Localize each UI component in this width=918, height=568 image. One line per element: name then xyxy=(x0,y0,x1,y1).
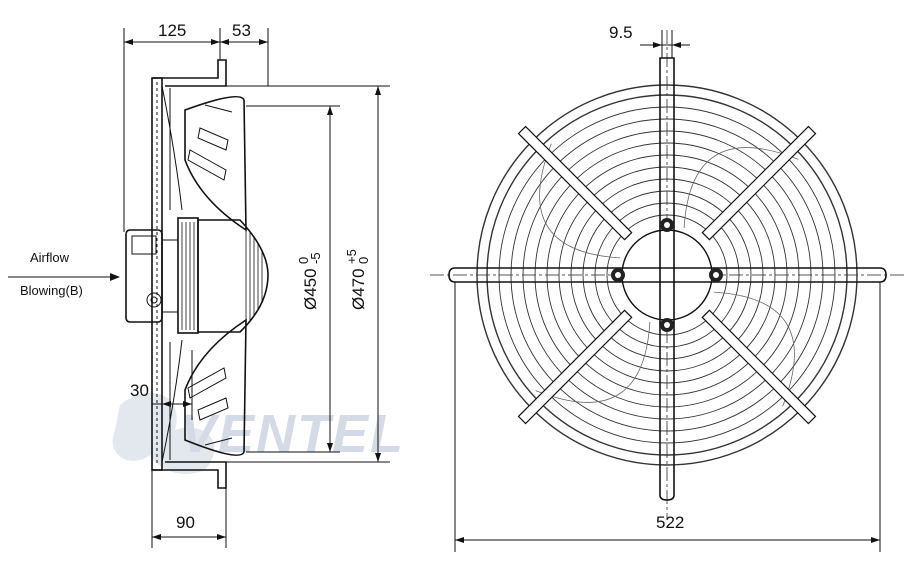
dimension-53: 53 xyxy=(232,21,251,40)
guard-ring xyxy=(476,84,858,466)
fan-blade-outline xyxy=(683,147,799,229)
side-view xyxy=(8,28,390,548)
guard-ring xyxy=(510,118,824,432)
fan-blade-outline xyxy=(535,321,651,403)
blowing-label: Blowing(B) xyxy=(20,283,83,298)
diameter-450-label: Ø450 0 -5 xyxy=(296,252,323,310)
guard-spoke xyxy=(517,309,633,425)
guard-ring xyxy=(582,190,752,360)
diameter-470-text: Ø470 xyxy=(349,268,368,310)
guard-spoke xyxy=(517,125,633,241)
diameter-470-tol-lower: 0 xyxy=(356,257,371,264)
diameter-450-tol-upper: 0 xyxy=(296,257,311,264)
diameter-470-tol-upper: +5 xyxy=(344,249,359,264)
guard-ring xyxy=(498,106,836,444)
guard-ring xyxy=(594,202,740,348)
diameter-470-label: Ø470 +5 0 xyxy=(344,249,371,310)
guard-ring xyxy=(570,178,764,372)
guard-ring xyxy=(546,154,788,396)
guard-ring xyxy=(606,214,728,336)
airflow-label: Airflow xyxy=(30,250,70,265)
guard-ring xyxy=(486,94,848,456)
dimension-90: 90 xyxy=(176,513,195,532)
hub-bolts xyxy=(611,218,723,332)
guard-spoke xyxy=(701,309,817,425)
diameter-450-tol-lower: -5 xyxy=(308,252,323,264)
diameter-450-text: Ø450 xyxy=(301,268,320,310)
guard-ring xyxy=(522,130,812,420)
guard-spoke xyxy=(701,125,817,241)
watermark-text: VENTEL xyxy=(180,404,405,464)
dimension-30: 30 xyxy=(130,381,149,400)
dimension-9-5: 9.5 xyxy=(609,23,633,42)
hub-circle xyxy=(621,229,713,321)
watermark-logo: VENTEL xyxy=(112,392,405,475)
guard-ring xyxy=(558,166,776,384)
fan-blade-outline xyxy=(713,291,795,407)
dimension-522: 522 xyxy=(656,513,684,532)
front-view xyxy=(430,30,905,552)
fan-blade-outline xyxy=(539,143,621,259)
dimension-125: 125 xyxy=(158,21,186,40)
guard-ring xyxy=(534,142,800,408)
